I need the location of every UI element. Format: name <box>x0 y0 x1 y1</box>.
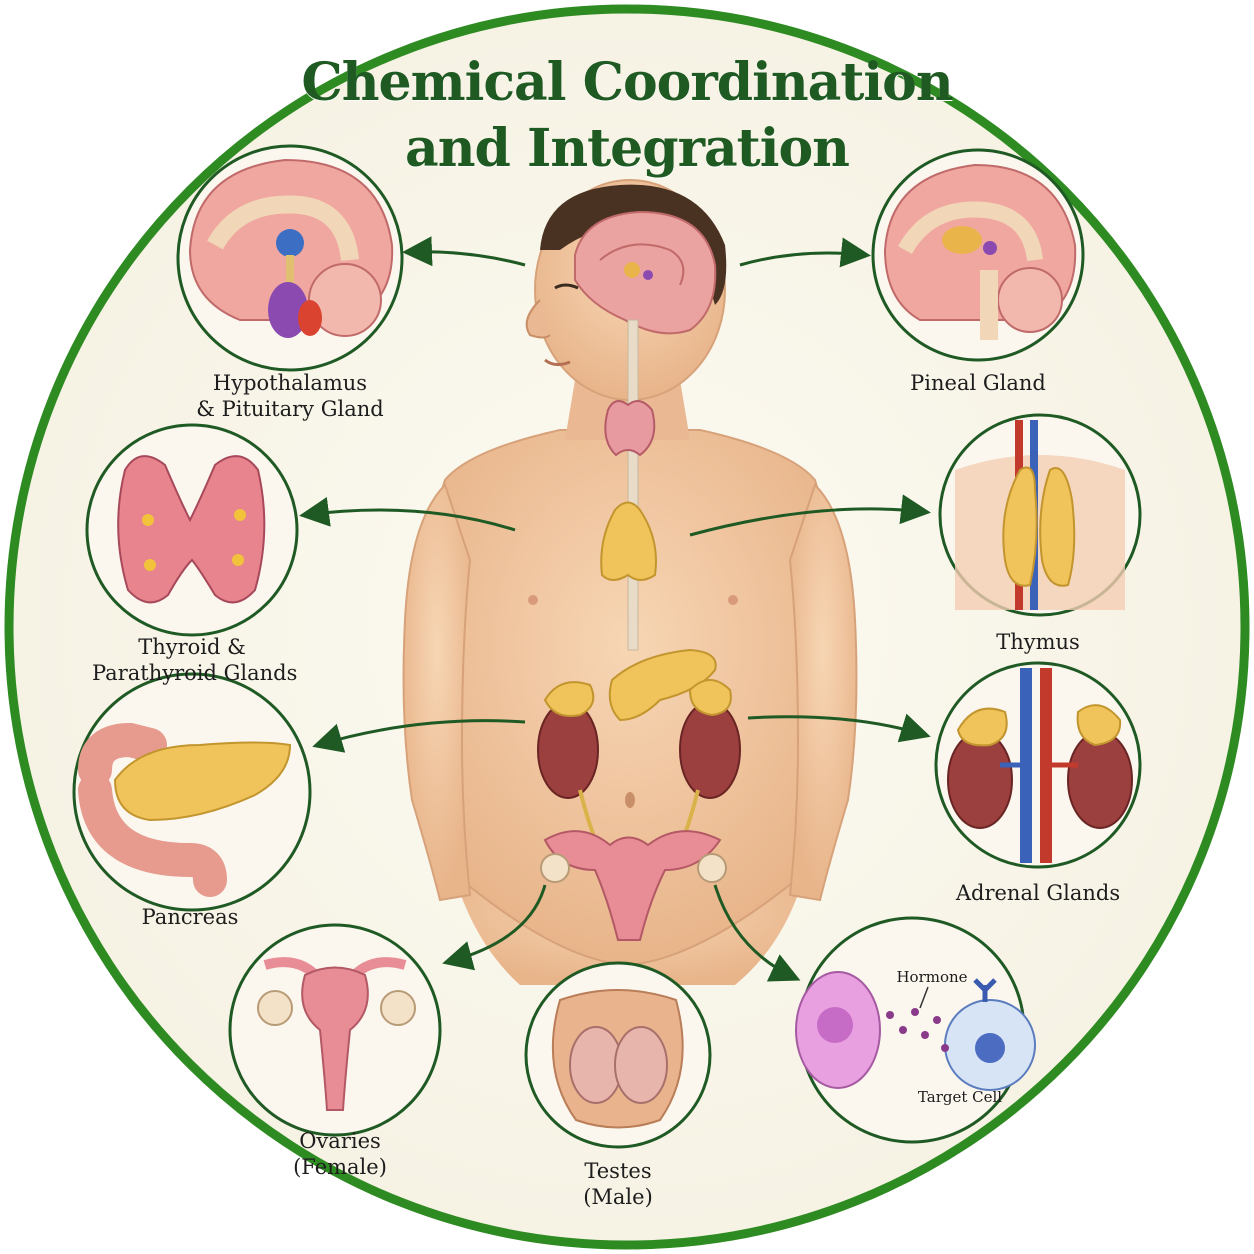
inset-ovaries <box>228 923 442 1137</box>
label-adrenal: Adrenal Glands <box>955 881 1121 905</box>
arrow-hypothalamus <box>402 236 526 267</box>
inset-pineal <box>871 148 1085 362</box>
label-ovaries: Ovaries (Female) <box>293 1129 387 1179</box>
title-line-1: Chemical Coordination <box>301 52 953 113</box>
connector-arrows <box>299 236 931 982</box>
arrow-thyroid <box>299 497 516 532</box>
arrow-thymus <box>689 494 931 537</box>
arrow-target-cell <box>713 884 801 982</box>
inset-testes <box>524 961 712 1149</box>
inset-thymus <box>938 413 1142 617</box>
inset-hypothalamus <box>176 144 404 372</box>
label-target-cell: Target Cell <box>917 1088 1003 1106</box>
label-pancreas: Pancreas <box>141 905 239 929</box>
inset-adrenal <box>934 661 1142 869</box>
label-thyroid: Thyroid & Parathyroid Glands <box>92 635 298 685</box>
label-testes: Testes (Male) <box>583 1159 653 1209</box>
label-pineal: Pineal Gland <box>910 371 1046 395</box>
arrow-pancreas <box>312 719 526 753</box>
title-line-2: and Integration <box>405 118 850 179</box>
inset-thyroid <box>85 423 299 637</box>
inset-pancreas <box>72 672 312 912</box>
inset-target-cell <box>795 916 1036 1144</box>
human-figure <box>402 179 858 985</box>
arrow-pineal <box>739 237 871 268</box>
label-hypothalamus: Hypothalamus & Pituitary Gland <box>196 371 384 421</box>
label-hormone: Hormone <box>896 968 968 986</box>
arrow-adrenal <box>747 713 931 743</box>
arrow-ovaries <box>442 884 547 971</box>
label-thymus: Thymus <box>996 630 1080 654</box>
